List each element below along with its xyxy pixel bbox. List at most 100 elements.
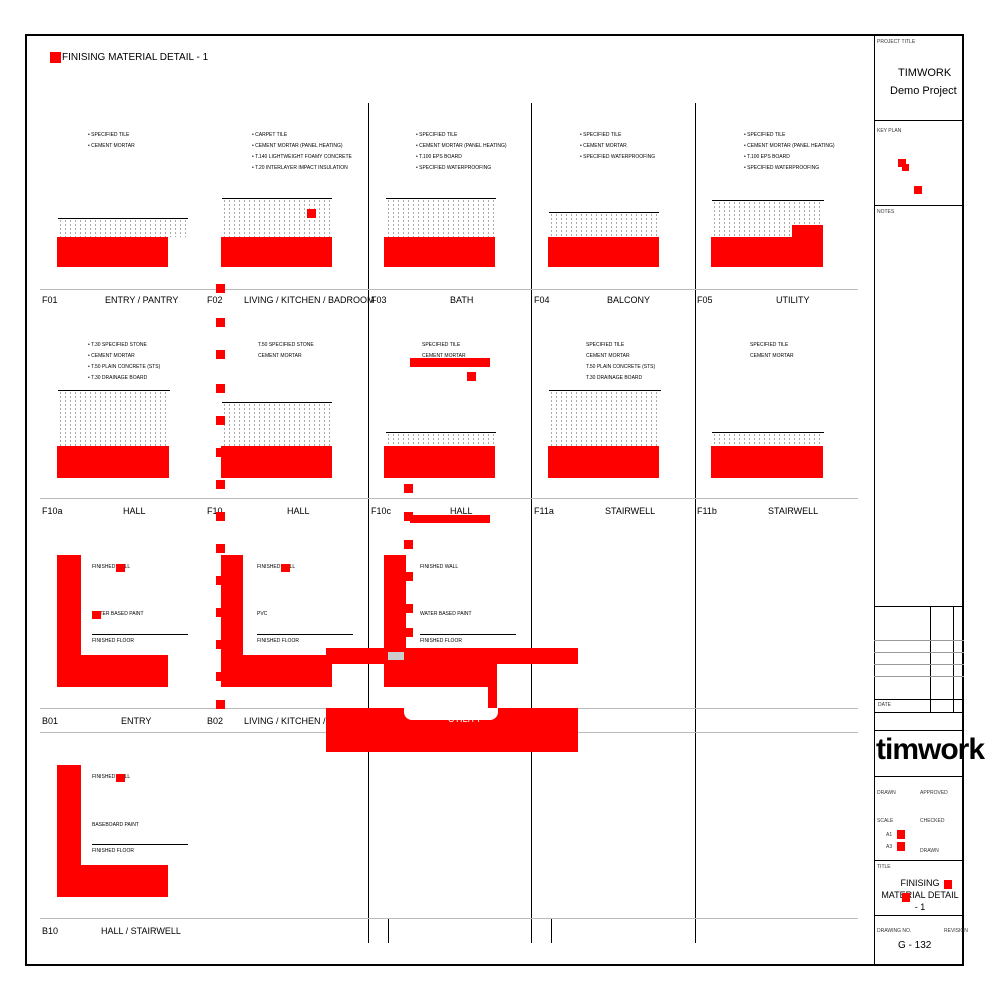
redaction xyxy=(792,225,823,238)
redaction xyxy=(57,446,169,478)
redaction xyxy=(711,237,823,267)
floor-section xyxy=(222,198,332,237)
scale-a1: A1 xyxy=(886,832,893,838)
notch xyxy=(404,708,498,720)
pvc-detail xyxy=(388,652,404,660)
floor-section xyxy=(712,432,824,447)
floor-section xyxy=(549,212,659,237)
redaction xyxy=(116,564,125,572)
detail-name: HALL xyxy=(123,506,146,516)
drawing-title: FINISING MATERIAL DETAIL - 1 xyxy=(881,878,959,912)
detail-code: F11a xyxy=(534,506,554,516)
detail-name: HALL xyxy=(450,506,473,516)
drawn-label: DRAWN xyxy=(877,790,896,796)
notes-label: NOTES xyxy=(877,209,895,215)
notes: • SPECIFIED TILE • CEMENT MORTAR (PANEL … xyxy=(744,132,835,171)
detail-code: B02 xyxy=(207,716,224,726)
redaction xyxy=(548,237,659,267)
redaction xyxy=(897,842,905,851)
note-wall: FINISHED WALL xyxy=(420,564,459,570)
notes: SPECIFIED TILE CEMENT MORTAR xyxy=(750,342,794,359)
floor-section xyxy=(222,402,332,447)
redaction xyxy=(897,830,905,839)
grid-v5 xyxy=(551,918,552,943)
keyplan-label: KEY PLAN xyxy=(877,128,902,134)
detail-code: F01 xyxy=(42,295,58,305)
redaction xyxy=(221,237,332,267)
detail-code: F05 xyxy=(697,295,713,305)
rev-row xyxy=(874,664,964,665)
note-paint: WATER BASED PAINT xyxy=(92,611,144,617)
tb-divider xyxy=(874,712,964,713)
revision-label: REVISION xyxy=(944,928,968,934)
tb-divider xyxy=(874,915,964,916)
approved-label: APPROVED xyxy=(920,790,948,796)
project-label: PROJECT TITLE xyxy=(877,39,916,45)
sheet-border xyxy=(25,34,964,966)
rev-date-label: DATE xyxy=(878,702,891,708)
tb-divider xyxy=(874,205,964,206)
notes: • T.30 SPECIFIED STONE • CEMENT MORTAR •… xyxy=(88,342,161,381)
detail-code: F02 xyxy=(207,295,223,305)
detail-name: HALL xyxy=(287,506,310,516)
grid-v2 xyxy=(531,103,532,943)
leader xyxy=(92,634,188,635)
floor-section xyxy=(58,390,170,447)
detail-name: ENTRY xyxy=(121,716,152,726)
row-divider-1 xyxy=(40,289,858,290)
note-paint: BASEBOARD PAINT xyxy=(92,822,139,828)
detail-code: F11b xyxy=(697,506,717,516)
detail-name: BATH xyxy=(450,295,474,305)
rev-row xyxy=(874,652,964,653)
detail-name: BALCONY xyxy=(607,295,651,305)
tb-divider xyxy=(874,606,964,607)
detail-code: F10a xyxy=(42,506,63,516)
redaction xyxy=(221,655,332,687)
notes: • SPECIFIED TILE • CEMENT MORTAR • SPECI… xyxy=(580,132,656,160)
note-floor: FINISHED FLOOR xyxy=(92,848,134,854)
rev-col xyxy=(953,606,954,712)
detail-name: LIVING / KITCHEN / BADROOM xyxy=(244,716,375,726)
keyplan-mark xyxy=(914,186,922,194)
redaction xyxy=(384,446,495,478)
leader xyxy=(420,634,516,635)
scale-a3: A3 xyxy=(886,844,893,850)
title-label: TITLE xyxy=(877,864,891,870)
leader xyxy=(92,844,188,845)
detail-name: UTILITY xyxy=(776,295,810,305)
drawing-number: G - 132 xyxy=(898,940,932,951)
note-wall: FINISHED WALL xyxy=(92,564,131,570)
redaction xyxy=(221,555,243,687)
detail-name: STAIRWELL xyxy=(605,506,656,516)
redaction xyxy=(281,564,290,572)
project-name: TIMWORK xyxy=(898,67,952,79)
notes: • SPECIFIED TILE • CEMENT MORTAR (PANEL … xyxy=(416,132,507,171)
rev-row xyxy=(874,676,964,677)
notes: • CARPET TILE • CEMENT MORTAR (PANEL HEA… xyxy=(252,132,352,171)
redaction xyxy=(307,209,316,218)
redaction xyxy=(384,237,495,267)
tb-divider xyxy=(874,776,964,777)
notes: SPECIFIED TILE CEMENT MORTAR xyxy=(422,342,466,359)
tb-divider xyxy=(874,120,964,121)
grid-v1 xyxy=(368,103,369,943)
notes: • SPECIFIED TILE • CEMENT MORTAR xyxy=(88,132,135,149)
detail-name: ENTRY / PANTRY xyxy=(105,295,179,305)
grid-v3 xyxy=(695,103,696,943)
note-floor: FINISHED FLOOR xyxy=(92,638,134,644)
rev-row xyxy=(874,699,964,700)
title-marker xyxy=(50,52,61,63)
floor-section xyxy=(386,432,496,447)
checked-label: CHECKED xyxy=(920,818,945,824)
detail-name: LIVING / KITCHEN / BADROOM xyxy=(244,295,375,305)
company-logo: timwork xyxy=(876,733,985,766)
grid-v4 xyxy=(388,918,389,943)
rev-row xyxy=(874,640,964,641)
note-pvc: PVC xyxy=(257,611,268,617)
detail-name: HALL / STAIRWELL xyxy=(101,926,181,936)
note-floor: FINISHED FLOOR xyxy=(257,638,299,644)
redaction xyxy=(902,893,910,902)
redaction xyxy=(944,880,952,889)
redaction xyxy=(57,237,168,267)
redaction xyxy=(488,664,497,709)
